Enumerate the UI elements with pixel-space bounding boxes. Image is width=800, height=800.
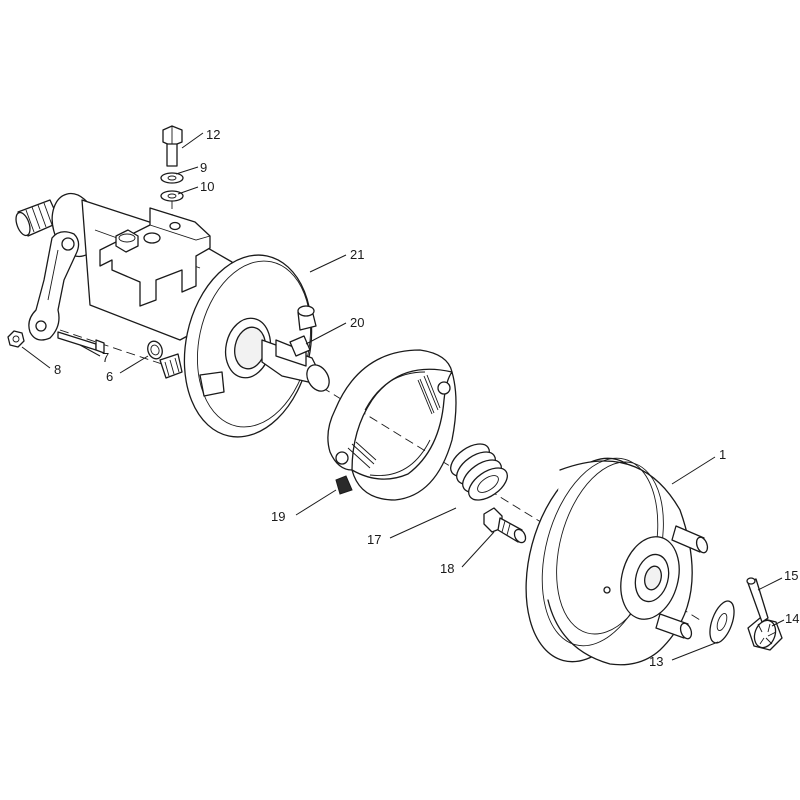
callout-15: 15 bbox=[784, 568, 798, 583]
callout-8: 8 bbox=[54, 362, 61, 377]
callout-14: 14 bbox=[785, 611, 799, 626]
bolt-part-12 bbox=[162, 125, 183, 167]
backing-plate-part-21 bbox=[183, 254, 317, 438]
callout-9: 9 bbox=[200, 160, 207, 175]
brake-shoes-part-19 bbox=[327, 349, 457, 501]
stud-part-18 bbox=[483, 507, 527, 544]
axle-housing bbox=[15, 192, 233, 341]
callout-18: 18 bbox=[440, 561, 454, 576]
clip-part-6 bbox=[147, 340, 163, 360]
castle-nut-part-14 bbox=[747, 617, 783, 651]
brake-lever bbox=[28, 231, 80, 341]
nut-part-8 bbox=[7, 330, 25, 348]
cotter-pin-part-15 bbox=[746, 577, 769, 623]
callout-labels: 12 9 10 21 20 7 6 8 19 17 18 1 15 14 13 bbox=[54, 127, 799, 669]
callout-1: 1 bbox=[719, 447, 726, 462]
bolt-part-7 bbox=[57, 331, 105, 354]
callout-10: 10 bbox=[200, 179, 214, 194]
callout-21: 21 bbox=[350, 247, 364, 262]
callout-20: 20 bbox=[350, 315, 364, 330]
flat-washer-part-10 bbox=[160, 190, 184, 202]
camshaft-stub bbox=[159, 353, 183, 379]
callout-17: 17 bbox=[367, 532, 381, 547]
callout-6: 6 bbox=[106, 369, 113, 384]
leader-lines bbox=[21, 132, 785, 661]
lock-washer-part-9 bbox=[160, 172, 184, 184]
washer-part-13 bbox=[709, 600, 735, 644]
spring-part-17 bbox=[450, 443, 508, 501]
cam-shaft-part-20 bbox=[261, 335, 330, 392]
brake-drum-part-1 bbox=[525, 457, 709, 666]
callout-12: 12 bbox=[206, 127, 220, 142]
callout-13: 13 bbox=[649, 654, 663, 669]
callout-19: 19 bbox=[271, 509, 285, 524]
callout-7: 7 bbox=[102, 350, 109, 365]
